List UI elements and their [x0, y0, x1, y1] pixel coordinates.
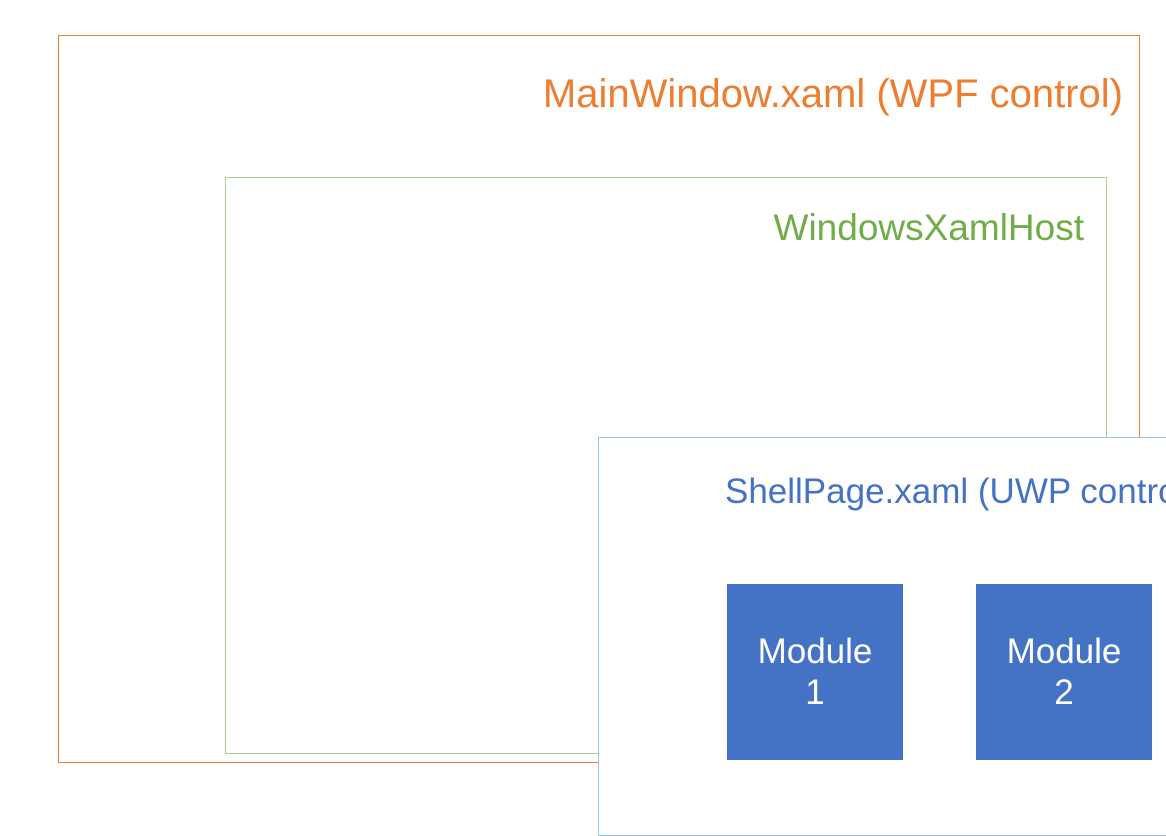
module-2-label-line1: Module: [1006, 631, 1122, 671]
layer-mainwindow-wpf: MainWindow.xaml (WPF control) WindowsXam…: [58, 35, 1166, 836]
layer-shellpage-label: ShellPage.xaml (UWP control): [724, 472, 1166, 511]
module-1-label-line1: Module: [757, 631, 873, 671]
diagram-canvas: MainWindow.xaml (WPF control) WindowsXam…: [58, 35, 1166, 836]
module-box-2: Module 2: [976, 584, 1152, 760]
module-box-1: Module 1: [727, 584, 903, 760]
layer-windowsxamlhost-label: WindowsXamlHost: [773, 207, 1084, 248]
layer-shellpage-uwp: ShellPage.xaml (UWP control) Module 1 Mo…: [598, 437, 1166, 836]
module-1-label-line2: 1: [805, 673, 825, 712]
module-2-label-line2: 2: [1054, 673, 1074, 712]
layer-windowsxamlhost: WindowsXamlHost ShellPage.xaml (UWP cont…: [225, 177, 1166, 836]
layer-mainwindow-label: MainWindow.xaml (WPF control): [542, 72, 1123, 116]
